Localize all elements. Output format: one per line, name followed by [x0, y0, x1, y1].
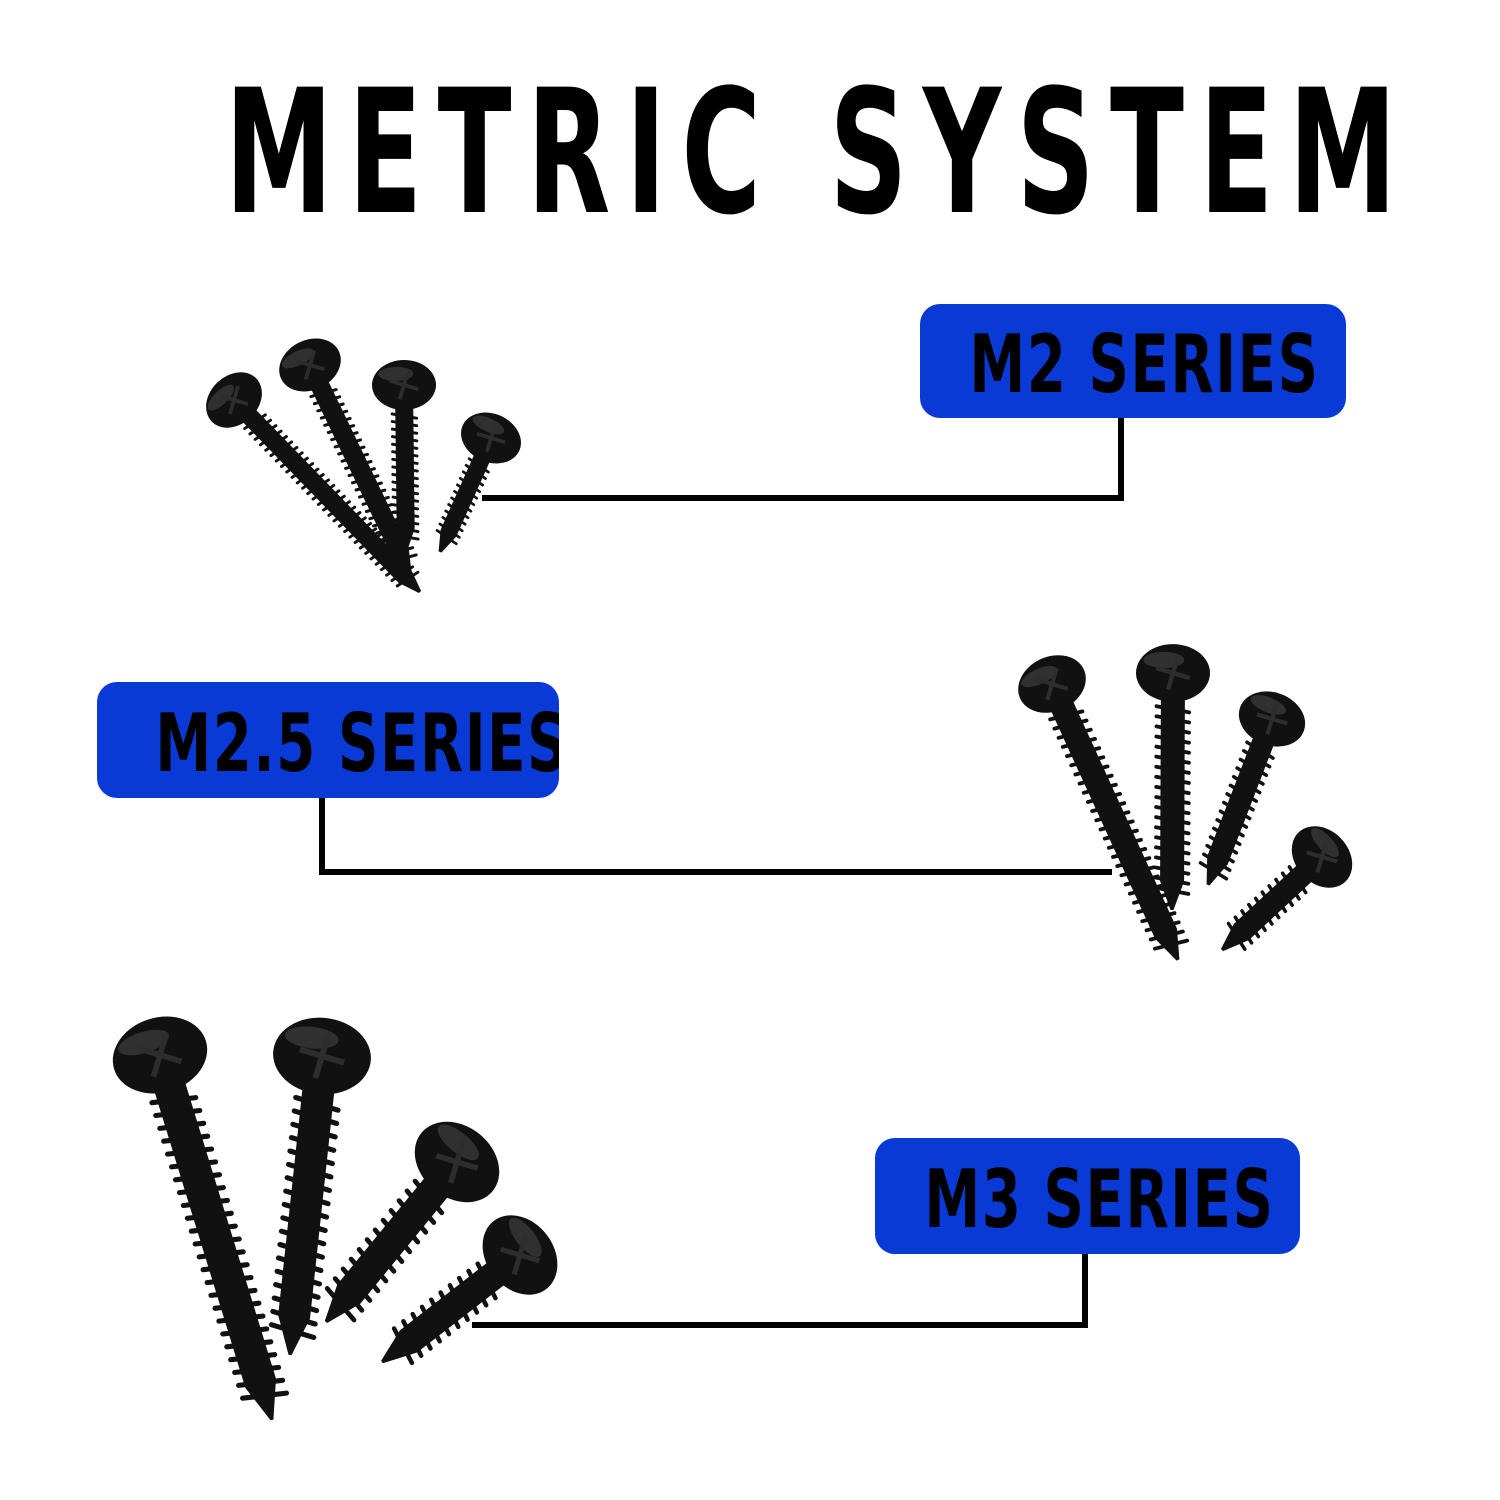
m2-screw-2: [279, 338, 418, 573]
m2-5-connector-line: [319, 798, 1112, 875]
m2-series-label: M2 SERIES: [920, 304, 1346, 418]
m2-screw-3: [372, 360, 436, 550]
m3-screw-2: [268, 1017, 371, 1356]
m2-5-screw-3: [1198, 691, 1306, 886]
m3-connector-line: [472, 1254, 1088, 1328]
m2-screw-4: [435, 412, 521, 553]
m2-series-label-text: M2 SERIES: [969, 318, 1320, 411]
m2-connector-line: [482, 418, 1124, 501]
m3-screw-1: [112, 1016, 290, 1421]
m3-screw-3: [324, 1121, 500, 1323]
m2-5-screw-1: [1018, 655, 1189, 961]
m2-5-screw-2: [1136, 644, 1210, 910]
m2-5-screw-4: [1221, 826, 1353, 952]
m3-series-label: M3 SERIES: [875, 1138, 1300, 1254]
m2-5-series-label: M2.5 SERIES: [97, 682, 559, 798]
page-title: METRIC SYSTEM: [225, 52, 1412, 253]
m2-5-series-label-text: M2.5 SERIES: [155, 697, 559, 790]
m3-screw-4: [381, 1215, 558, 1366]
m3-series-label-text: M3 SERIES: [924, 1153, 1275, 1246]
